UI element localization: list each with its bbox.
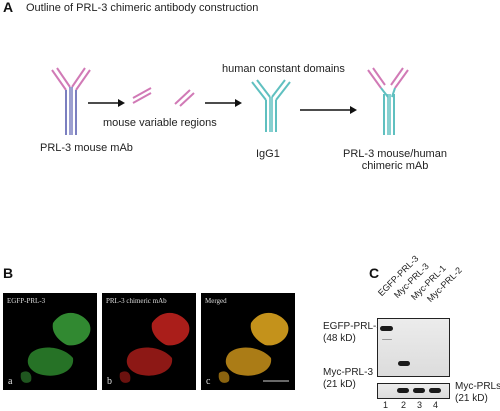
- micrograph-merged-tag: Merged: [205, 297, 227, 305]
- myc-marker-line1: Myc-PRL-3: [323, 367, 374, 378]
- yellow-cells: [218, 312, 289, 383]
- egfp-prl3-marker: EGFP-PRL-3 (48 kD): [323, 321, 382, 345]
- panel-c-label: C: [369, 265, 380, 281]
- lane-number-1: 1: [383, 400, 389, 410]
- lane-number-3: 3: [417, 400, 423, 410]
- micrograph-egfp-tag: EGFP-PRL-3: [7, 297, 46, 305]
- micrograph-egfp-letter: a: [8, 376, 13, 387]
- micrograph-merged-letter: c: [206, 376, 211, 387]
- panel-a-title: Outline of PRL-3 chimeric antibody const…: [26, 2, 259, 14]
- blot-main: [377, 318, 450, 377]
- construction-diagram: [51, 67, 409, 135]
- chimeric-antibody: [367, 67, 409, 135]
- arrow-3: [300, 106, 357, 114]
- myc-prls-line1: Myc-PRLs: [455, 381, 500, 392]
- panel-b-label: B: [3, 265, 14, 281]
- band-egfp-prl3: [380, 326, 393, 331]
- band-myc-prls-2: [397, 388, 409, 393]
- band-faint-1: [382, 339, 392, 340]
- lane-number-2: 2: [401, 400, 407, 410]
- micrograph-egfp: EGFP-PRL-3 a: [3, 293, 97, 390]
- blot-loading: [377, 383, 450, 399]
- myc-prls-marker: Myc-PRLs (21 kD): [455, 381, 500, 405]
- micrograph-merged: Merged c: [201, 293, 295, 390]
- arrow-1: [88, 99, 125, 107]
- chimeric-label-line2: chimeric mAb: [361, 160, 429, 172]
- egfp-marker-line2: (48 kD): [323, 333, 356, 344]
- variable-regions: [132, 87, 195, 107]
- red-cells: [119, 312, 190, 383]
- mouse-mab-label: PRL-3 mouse mAb: [40, 142, 133, 154]
- green-cells: [20, 312, 91, 383]
- igg1-label: IgG1: [256, 148, 280, 160]
- lane-number-4: 4: [433, 400, 439, 410]
- myc-marker-line2: (21 kD): [323, 379, 356, 390]
- chimeric-label-line1: PRL-3 mouse/human: [343, 148, 447, 160]
- arrow-2: [205, 99, 242, 107]
- micrograph-chimeric-letter: b: [107, 376, 112, 387]
- chimeric-label: PRL-3 mouse/human chimeric mAb: [340, 148, 450, 172]
- variable-regions-label: mouse variable regions: [103, 117, 217, 129]
- igg1-antibody: [251, 79, 291, 132]
- constant-domains-label: human constant domains: [222, 63, 345, 75]
- band-myc-prls-3: [413, 388, 425, 393]
- myc-prls-line2: (21 kD): [455, 393, 488, 404]
- band-myc-prls-4: [429, 388, 441, 393]
- micrograph-chimeric: PRL-3 chimeric mAb b: [102, 293, 196, 390]
- myc-prl3-marker: Myc-PRL-3 (21 kD): [323, 367, 373, 391]
- mouse-antibody: [51, 67, 91, 135]
- micrograph-chimeric-tag: PRL-3 chimeric mAb: [106, 297, 167, 305]
- panel-a-label: A: [3, 0, 14, 15]
- band-myc-prl3: [398, 361, 410, 366]
- egfp-marker-line1: EGFP-PRL-3: [323, 321, 382, 332]
